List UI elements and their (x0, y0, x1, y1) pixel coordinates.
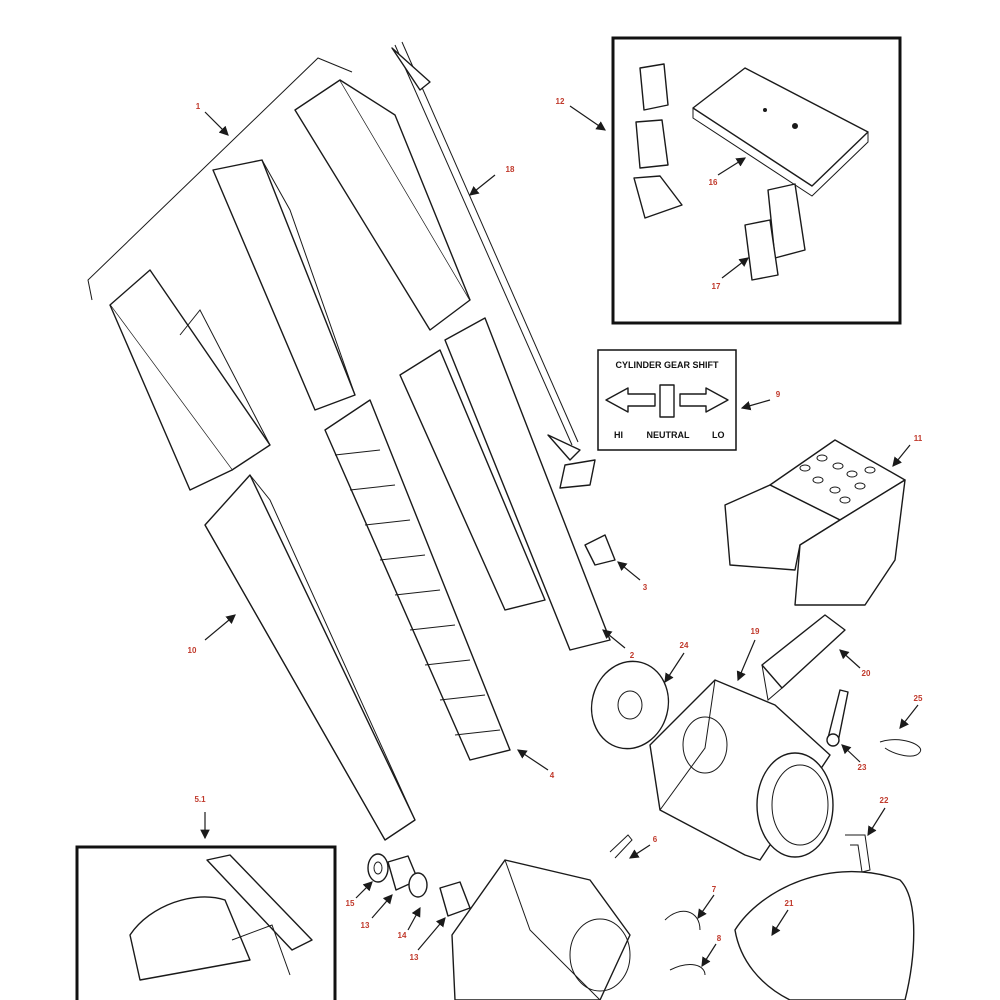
shift-rod-part-18 (391, 41, 581, 461)
callout-6: 6 (653, 835, 658, 844)
callout-16: 16 (709, 178, 718, 187)
plate-part-3 (559, 459, 616, 566)
flange-part-13b (439, 881, 471, 917)
rod-part-6 (609, 834, 633, 859)
pin-part-22 (845, 834, 871, 873)
callout-15: 15 (346, 899, 355, 908)
housing-panel-upper-mid (212, 159, 356, 411)
decal-title: CYLINDER GEAR SHIFT (615, 360, 719, 370)
lower-hopper (451, 859, 631, 1000)
cover-part-11 (724, 439, 906, 606)
callout-18: 18 (506, 165, 515, 174)
callout-24: 24 (680, 641, 689, 650)
decal-part-9 (597, 349, 737, 451)
callout-21: 21 (785, 899, 794, 908)
callout-19: 19 (751, 627, 760, 636)
callout-7: 7 (712, 885, 717, 894)
leader-lines (200, 105, 919, 968)
housing-lower-part-10 (204, 474, 416, 841)
clip-part-25 (879, 739, 922, 757)
inset-box-part-5-1 (75, 845, 337, 1000)
callout-1: 1 (196, 102, 201, 111)
bearing-part-15 (367, 853, 389, 883)
disc-part-24 (590, 660, 670, 750)
elevator-chain-part-4 (324, 399, 511, 761)
housing-panel-upper-right (294, 79, 471, 331)
decal-neutral-label: NEUTRAL (647, 430, 690, 440)
callout-8: 8 (717, 934, 722, 943)
callout-22: 22 (880, 796, 889, 805)
decal-lo-label: LO (712, 430, 725, 440)
callout-11: 11 (914, 434, 923, 443)
inset-box-parts-12-16-17 (611, 36, 902, 325)
callout-13b: 13 (410, 953, 419, 962)
curved-sheet-part-21 (734, 871, 915, 1000)
callout-23: 23 (858, 763, 867, 772)
callout-3: 3 (643, 583, 648, 592)
decal-hi-label: HI (614, 430, 623, 440)
spring-part-7 (664, 910, 701, 931)
door-panel-part-2 (399, 317, 611, 651)
callout-12: 12 (556, 97, 565, 106)
bolt-part-23 (826, 689, 849, 747)
housing-panel-upper-left (109, 269, 271, 491)
callout-14: 14 (398, 931, 407, 940)
spring-part-8 (669, 964, 706, 976)
callout-17: 17 (712, 282, 721, 291)
callout-20: 20 (862, 669, 871, 678)
callout-13a: 13 (361, 921, 370, 930)
callout-5-1: 5.1 (194, 795, 206, 804)
callout-25: 25 (914, 694, 923, 703)
bearing-part-14 (408, 872, 428, 898)
fan-housing-part-19 (649, 679, 834, 861)
part-1-bracket (87, 57, 353, 301)
callout-4: 4 (550, 771, 555, 780)
callout-9: 9 (776, 390, 781, 399)
callout-2: 2 (630, 651, 635, 660)
callout-10: 10 (188, 646, 197, 655)
bracket-part-20 (761, 614, 846, 701)
callout-labels: 1 2 3 4 5.1 6 7 8 9 10 11 12 13 13 14 15… (188, 97, 923, 962)
